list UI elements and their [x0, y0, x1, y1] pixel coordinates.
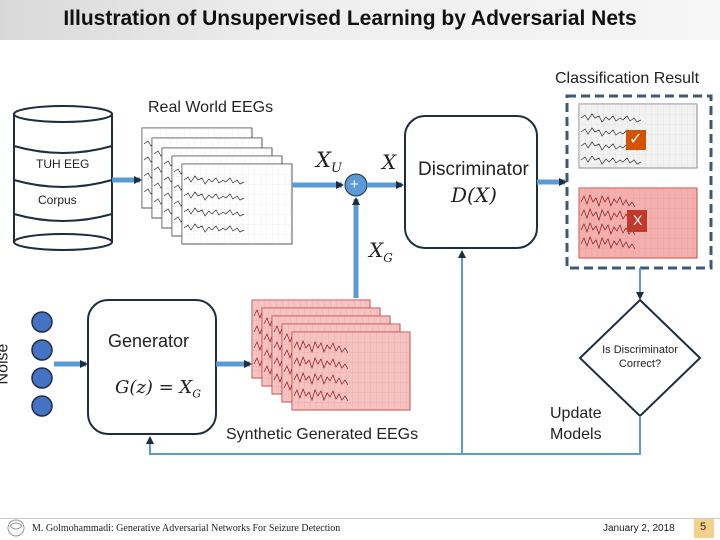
generator-function: G(z) = XG	[115, 377, 201, 401]
real-world-eegs-label: Real World EEGs	[148, 99, 273, 117]
generator-function-main: G(z) = X	[115, 377, 192, 398]
discriminator-block	[405, 116, 537, 248]
noise-nodes	[32, 312, 52, 416]
xu-label: XU	[316, 148, 342, 176]
real-eeg-stack	[142, 128, 292, 244]
check-mark: ✓	[629, 129, 642, 148]
xu-sub: U	[331, 161, 342, 176]
plus-symbol: +	[350, 176, 359, 193]
noise-node	[32, 396, 52, 416]
database-label-line2: Corpus	[38, 193, 77, 207]
synthetic-eeg-stack	[252, 300, 410, 410]
database-cylinder	[14, 106, 112, 250]
discriminator-label: Discriminator	[418, 159, 529, 181]
database-label-line1: TUH EEG	[36, 157, 89, 171]
footer-divider	[0, 518, 720, 519]
synthetic-generated-eegs-label: Synthetic Generated EEGs	[226, 426, 418, 444]
noise-label: Noise	[0, 344, 12, 385]
noise-node	[32, 368, 52, 388]
footer-page-number: 5	[700, 521, 706, 533]
xu-main: X	[316, 148, 331, 172]
discriminator-function: D(X)	[451, 183, 497, 207]
classification-result-label: Classification Result	[555, 70, 699, 88]
x-mark: X	[633, 212, 642, 228]
noise-node	[32, 312, 52, 332]
footer-author: M. Golmohammadi: Generative Adversarial …	[32, 523, 340, 534]
x-label: X	[382, 150, 396, 174]
update-models-label: Update Models	[550, 403, 602, 445]
generator-block	[88, 300, 216, 434]
xg-main: X	[369, 238, 383, 262]
generator-function-sub: G	[192, 388, 201, 401]
xg-label: XG	[369, 238, 393, 265]
decision-text: Is Discriminator Correct?	[592, 343, 688, 371]
noise-node	[32, 340, 52, 360]
generator-label: Generator	[108, 331, 189, 352]
xg-sub: G	[383, 251, 393, 265]
footer-logo	[8, 520, 24, 536]
footer-date: January 2, 2018	[603, 523, 675, 534]
